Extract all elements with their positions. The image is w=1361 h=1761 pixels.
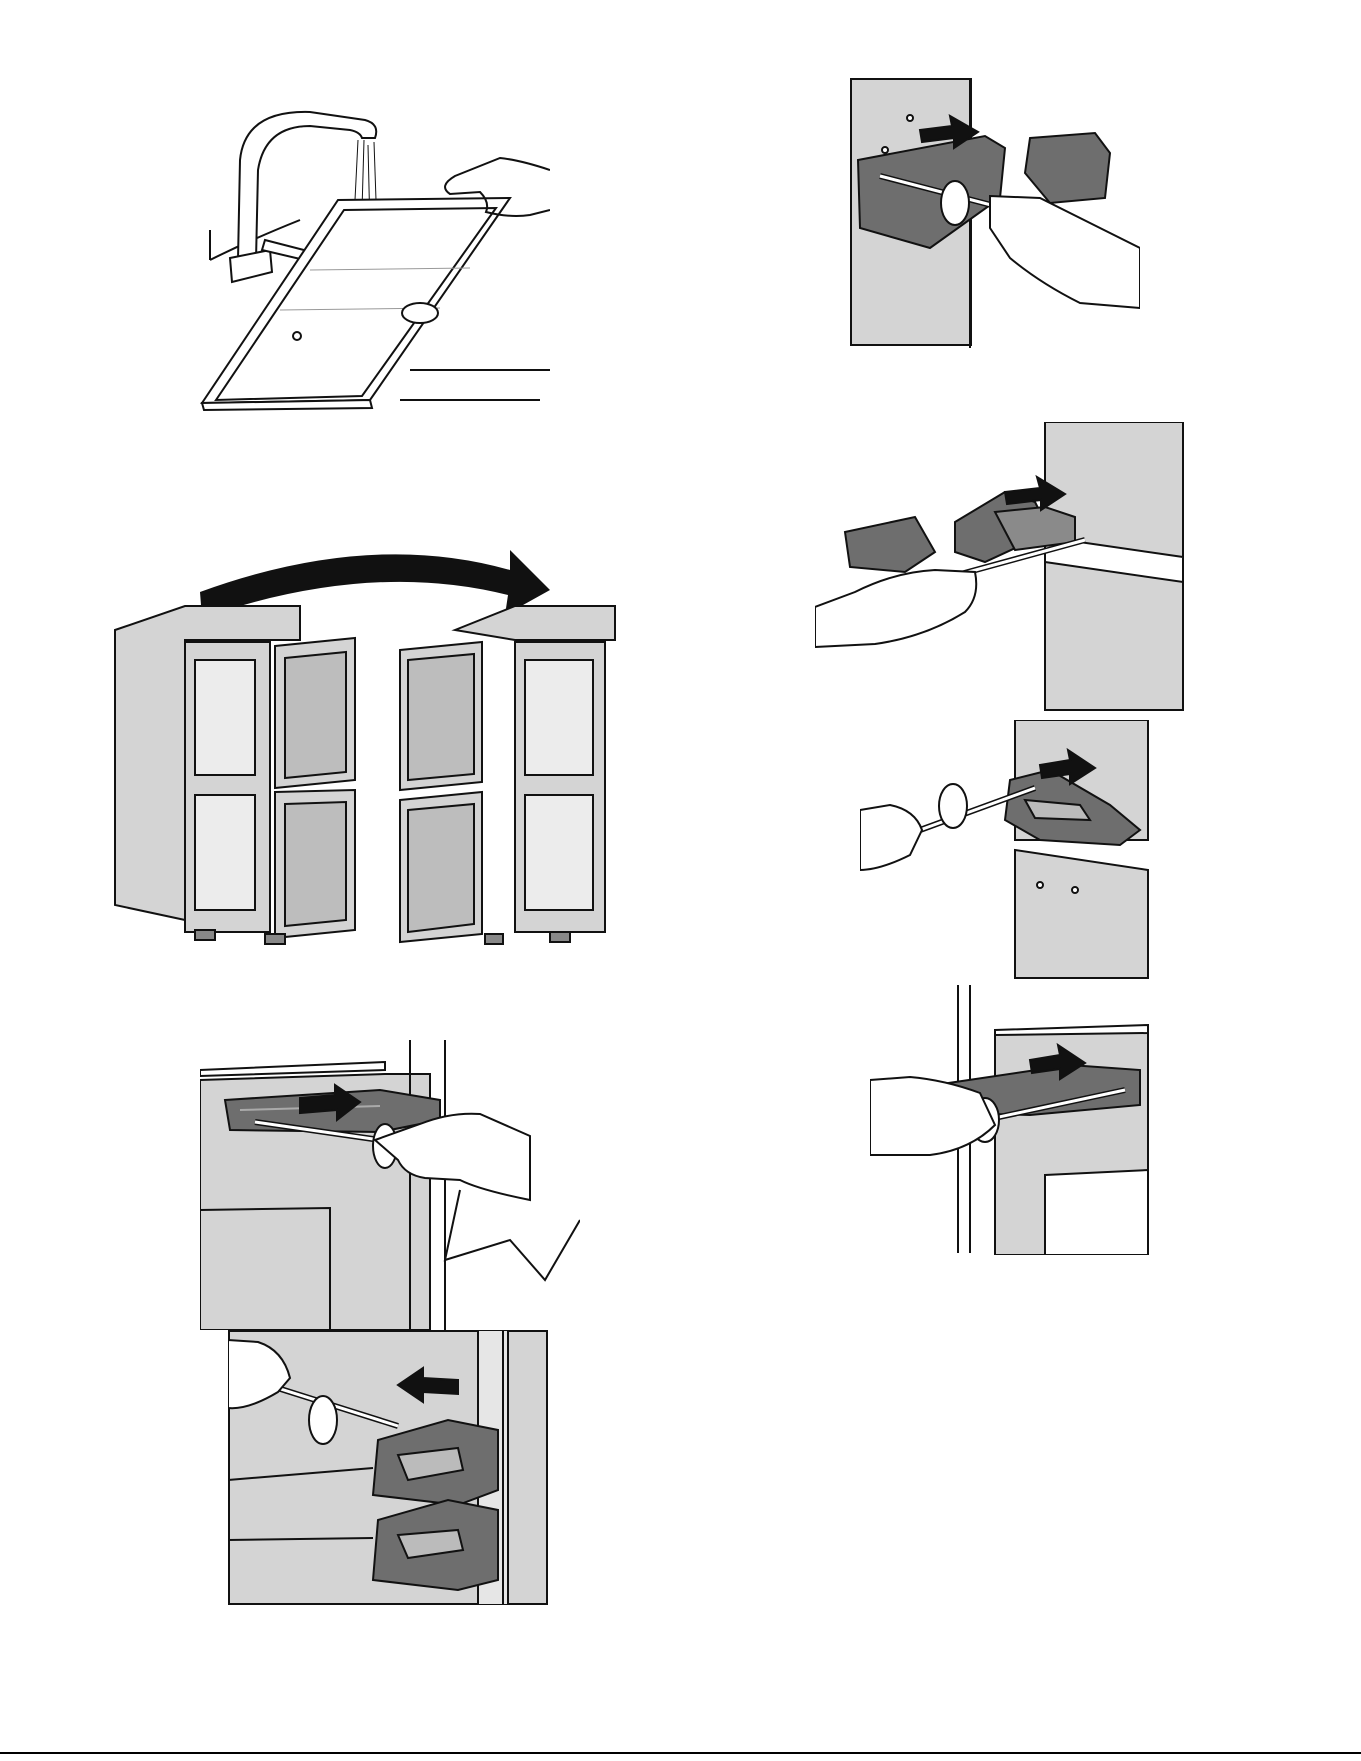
top-hinge-remove-illustration: [200, 1040, 580, 1330]
lower-hinge-remove-illustration: [228, 1330, 548, 1605]
door-reversal-illustration: [110, 520, 640, 950]
shelf-rinse-illustration: [190, 100, 550, 420]
hinge-install-bottom-illustration: [870, 985, 1150, 1255]
hinge-install-top-illustration: [850, 78, 1140, 348]
footer-rule: [0, 1752, 1361, 1754]
hinge-install-cabinet-illustration: [815, 422, 1185, 712]
hinge-install-middle-illustration: [860, 720, 1150, 980]
